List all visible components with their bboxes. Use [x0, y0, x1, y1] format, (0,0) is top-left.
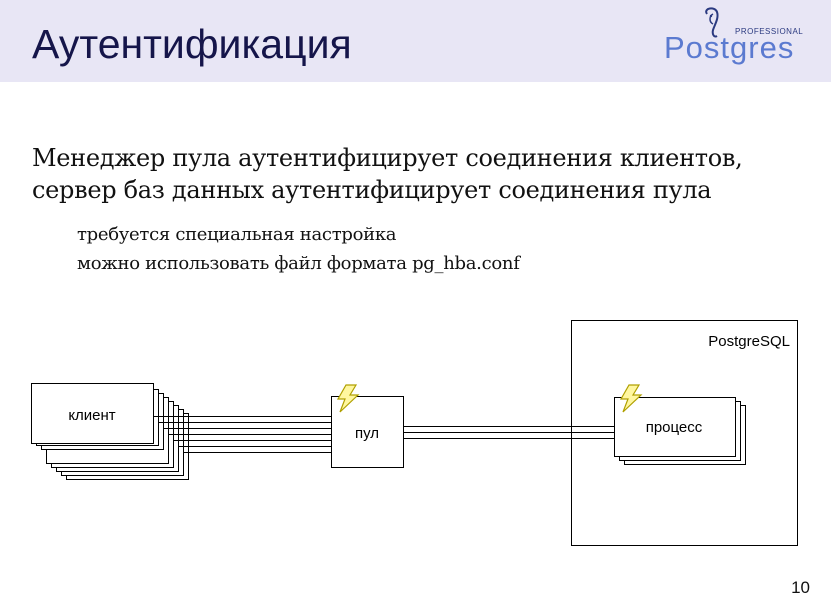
sub-list: требуется специальная настройка можно ис…	[77, 220, 777, 278]
server-label: PostgreSQL	[708, 333, 790, 350]
pool-label: пул	[355, 425, 379, 442]
sub-item: требуется специальная настройка	[77, 224, 397, 245]
architecture-diagram: PostgreSQL клиент пул процесс	[31, 320, 798, 546]
postgres-professional-logo: PROFESSIONAL Postgres	[660, 6, 810, 72]
header-bar: Аутентификация PROFESSIONAL Postgres	[0, 0, 831, 82]
process-stack: процесс	[614, 397, 746, 465]
process-box	[614, 397, 736, 457]
lightning-icon	[619, 384, 643, 413]
sub-item: можно использовать файл формата pg_hba.c…	[77, 253, 520, 274]
main-line: Менеджер пула аутентифицирует соединения…	[32, 144, 743, 172]
page-number: 10	[791, 578, 810, 597]
client-pool-connections	[153, 416, 331, 453]
elephant-icon	[705, 7, 719, 38]
client-label: клиент	[68, 407, 115, 424]
lightning-icon	[336, 384, 360, 413]
slide-title: Аутентификация	[32, 21, 352, 67]
client-stack: клиент	[31, 383, 189, 480]
pool-process-connections	[403, 426, 614, 439]
main-line: сервер баз данных аутентифицирует соедин…	[32, 176, 712, 204]
logo-subtitle: PROFESSIONAL	[735, 27, 804, 36]
logo-wordmark: Postgres	[664, 30, 795, 65]
client-box	[31, 383, 154, 444]
main-statement: Менеджер пула аутентифицирует соединения…	[32, 142, 812, 206]
process-label: процесс	[646, 419, 703, 436]
